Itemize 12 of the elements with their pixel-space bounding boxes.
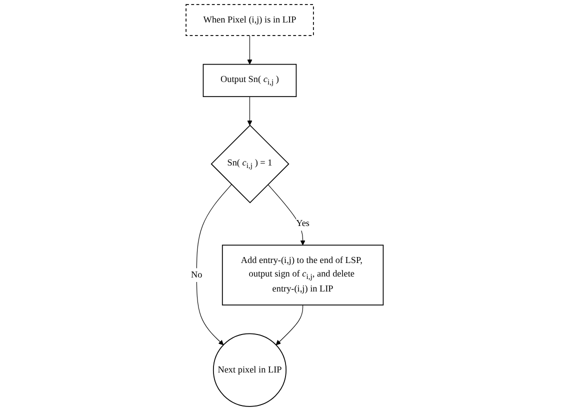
edge-label: No [190,270,202,280]
arrow [247,35,252,65]
node-diamond: Sn( c$_{i,j}$ ) = 1 [210,124,290,204]
arrow [276,304,303,346]
node-box: Output Sn( c$_{i,j}$ ) [202,64,296,98]
edge-label: Yes [296,218,310,228]
arrow [267,184,306,246]
arrow [196,184,232,346]
node-box: When Pixel (i,j) is in LIP [185,4,314,36]
arrow [247,96,252,126]
node-circle: Next pixel in LIP [212,333,286,407]
node-box: Add entry-(i,j) to the end of LSP, output sign of c$_{i,j}$, and delete entry-(i,j) in LIP [222,244,384,306]
